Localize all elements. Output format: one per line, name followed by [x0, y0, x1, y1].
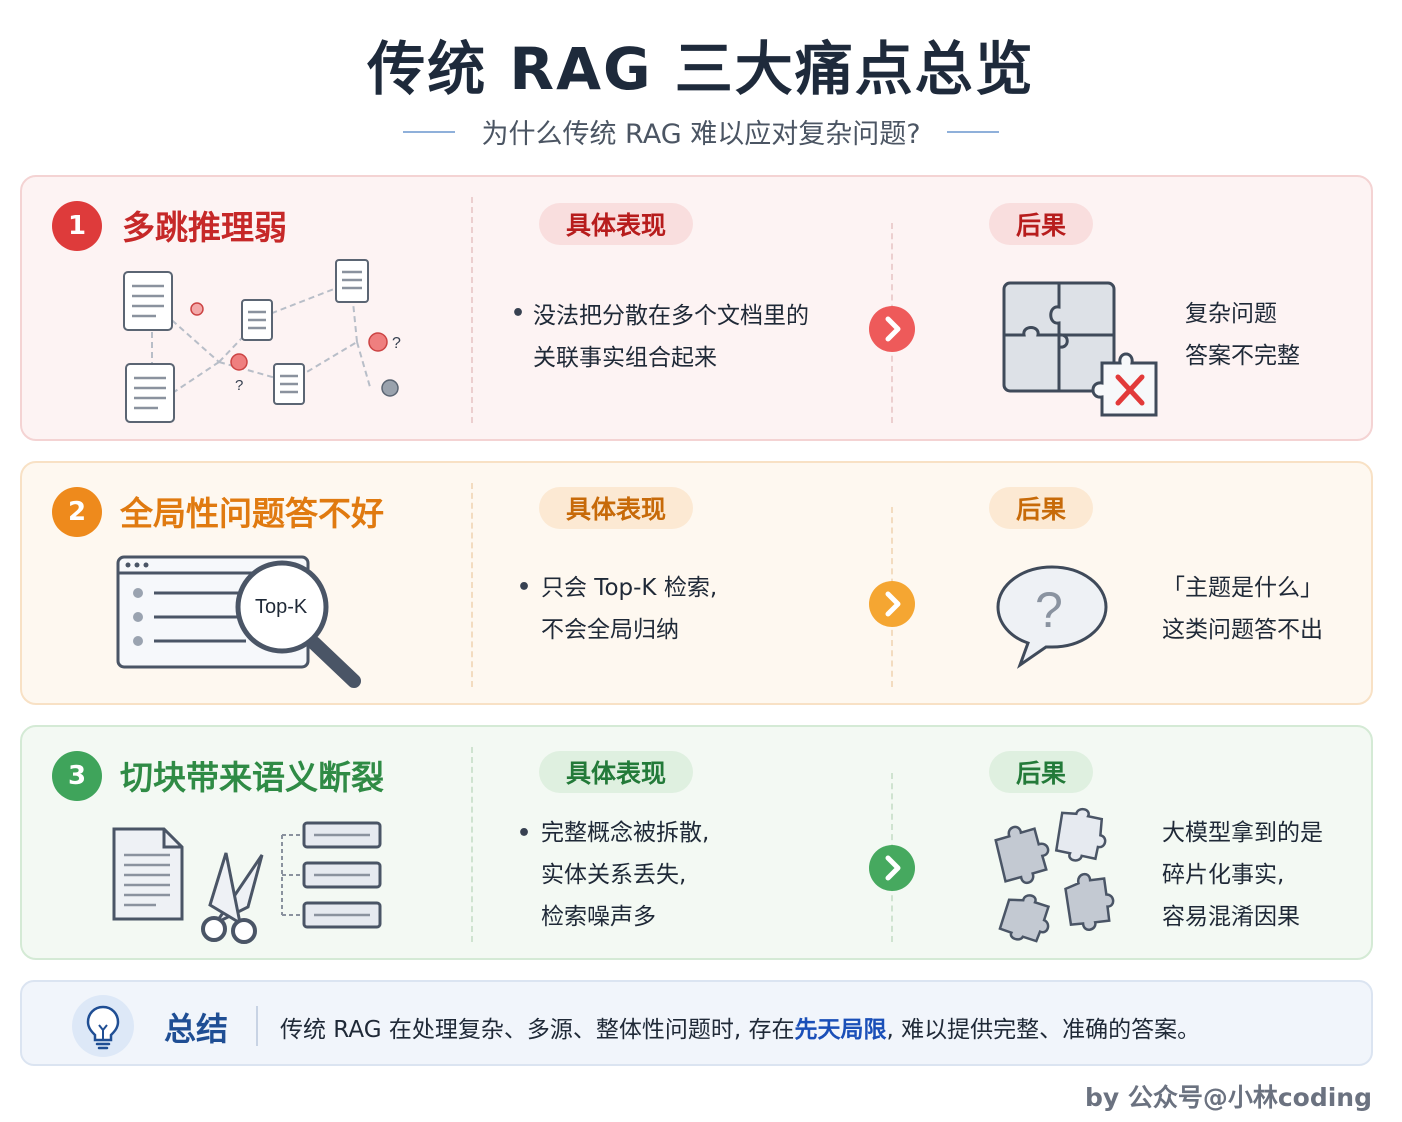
consequence-text: 「主题是什么」 这类问题答不出	[1162, 567, 1323, 651]
broken-puzzle-icon	[1002, 281, 1158, 417]
lightbulb-icon	[72, 995, 134, 1057]
bullet: •	[517, 821, 532, 846]
summary-box: 总结 传统 RAG 在处理复杂、多源、整体性问题时, 存在先天局限, 难以提供完…	[20, 980, 1373, 1066]
consequence-line: 大模型拿到的是	[1162, 820, 1323, 846]
document-graph-icon: ? ?	[123, 259, 401, 423]
summary-text-after: , 难以提供完整、准确的答案。	[886, 1017, 1201, 1043]
consequence-line: 这类问题答不出	[1162, 617, 1323, 643]
consequence-line: 答案不完整	[1185, 343, 1300, 369]
symptom-text: 没法把分散在多个文档里的 关联事实组合起来	[533, 295, 809, 379]
chevron-right-icon	[869, 845, 915, 891]
summary-text: 传统 RAG 在处理复杂、多源、整体性问题时, 存在先天局限, 难以提供完整、准…	[280, 1010, 1200, 1044]
top-k-label: Top-K	[255, 596, 308, 618]
svg-text:?: ?	[235, 377, 243, 394]
symptom-line: 完整概念被拆散,	[541, 820, 710, 846]
symptom-line: 关联事实组合起来	[533, 345, 717, 371]
summary-highlight: 先天局限	[794, 1017, 887, 1043]
chevron-right-icon	[869, 581, 915, 627]
subtitle-line-right	[946, 130, 999, 133]
divider	[471, 197, 473, 423]
scattered-puzzle-icon	[994, 807, 1115, 943]
pain-point-number: 2	[52, 487, 102, 537]
search-window-icon	[116, 555, 361, 688]
symptom-text: 只会 Top-K 检索, 不会全局归纳	[541, 567, 717, 651]
consequence-label: 后果	[989, 751, 1093, 793]
pain-point-number: 1	[52, 201, 102, 251]
pain-point-card-1: 1 多跳推理弱	[20, 175, 1373, 441]
bullet: •	[517, 575, 532, 600]
subtitle-row: 为什么传统 RAG 难以应对复杂问题?	[0, 112, 1402, 151]
symptom-label: 具体表现	[539, 751, 693, 793]
subtitle-line-left	[403, 130, 456, 133]
consequence-line: 复杂问题	[1185, 301, 1277, 327]
summary-text-before: 传统 RAG 在处理复杂、多源、整体性问题时, 存在	[280, 1017, 795, 1043]
bullet: •	[511, 301, 526, 326]
chevron-right-icon	[869, 306, 915, 352]
question-bubble-icon: ?	[996, 565, 1108, 669]
symptom-label: 具体表现	[539, 487, 693, 529]
pain-point-number: 3	[52, 751, 102, 801]
divider	[471, 483, 473, 687]
pain-point-card-3: 3 切块带来语义断裂 具体表现 • 完整概念被拆散, 实体关系丢失, 检索噪声多	[20, 725, 1373, 960]
symptom-line: 没法把分散在多个文档里的	[533, 303, 809, 329]
chunk-stack-icon	[281, 821, 382, 929]
consequence-label: 后果	[989, 203, 1093, 245]
svg-text:?: ?	[392, 335, 401, 352]
consequence-line: 碎片化事实,	[1162, 862, 1285, 888]
symptom-line: 只会 Top-K 检索,	[541, 575, 718, 601]
summary-divider	[256, 1006, 258, 1046]
pain-point-title: 多跳推理弱	[122, 208, 287, 247]
consequence-text: 复杂问题 答案不完整	[1185, 293, 1300, 377]
document-icon	[112, 827, 184, 921]
symptom-label: 具体表现	[539, 203, 693, 245]
symptom-line: 检索噪声多	[541, 904, 656, 930]
summary-label: 总结	[164, 1010, 229, 1048]
consequence-line: 容易混淆因果	[1162, 904, 1300, 930]
scissors-icon	[201, 852, 264, 944]
svg-text:?: ?	[1035, 582, 1063, 638]
consequence-line: 「主题是什么」	[1162, 575, 1323, 601]
divider	[471, 747, 473, 942]
pain-point-card-2: 2 全局性问题答不好 Top-K 具体表现 • 只会 Top-K 检索, 不会全…	[20, 461, 1373, 705]
subtitle: 为什么传统 RAG 难以应对复杂问题?	[481, 119, 921, 150]
consequence-text: 大模型拿到的是 碎片化事实, 容易混淆因果	[1162, 812, 1323, 938]
symptom-line: 不会全局归纳	[541, 617, 679, 643]
pain-point-title: 切块带来语义断裂	[120, 758, 384, 797]
page-title: 传统 RAG 三大痛点总览	[367, 35, 1035, 103]
symptom-text: 完整概念被拆散, 实体关系丢失, 检索噪声多	[541, 812, 709, 938]
footer-credit: by 公众号@小林coding	[1084, 1083, 1372, 1112]
pain-point-title: 全局性问题答不好	[120, 494, 384, 533]
consequence-label: 后果	[989, 487, 1093, 529]
symptom-line: 实体关系丢失,	[541, 862, 687, 888]
